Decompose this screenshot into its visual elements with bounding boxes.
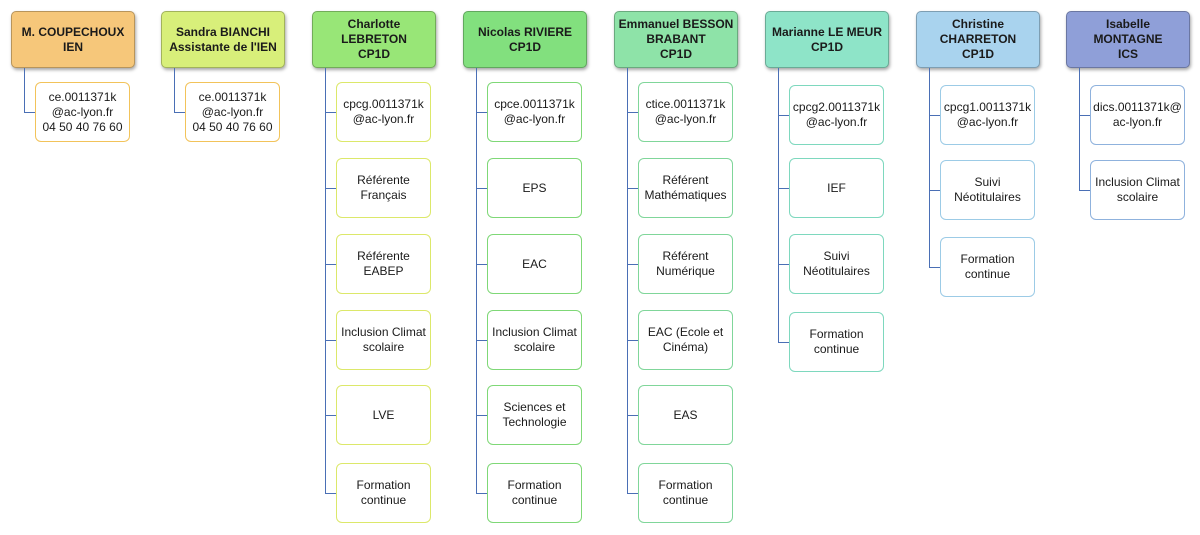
person-name: Isabelle MONTAGNE [1093, 17, 1163, 46]
connector-line [929, 68, 930, 267]
connector-branch [627, 264, 638, 265]
connector-branch [325, 112, 336, 113]
responsibility-card: Inclusion Climat scolaire [1090, 160, 1185, 220]
connector-line [325, 68, 326, 493]
connector-branch [325, 415, 336, 416]
person-name: Charlotte LEBRETON [341, 17, 407, 46]
responsibility-card: Inclusion Climat scolaire [336, 310, 431, 370]
responsibility-card: EAC (Ecole et Cinéma) [638, 310, 733, 370]
connector-branch [325, 264, 336, 265]
connector-branch [778, 115, 789, 116]
connector-branch [627, 415, 638, 416]
connector-branch [929, 190, 940, 191]
responsibility-card: IEF [789, 158, 884, 218]
person-role: Assistante de l'IEN [169, 39, 277, 54]
connector-branch [476, 264, 487, 265]
responsibility-card: Formation continue [940, 237, 1035, 297]
person-role: CP1D [659, 47, 692, 61]
responsibility-card: Formation continue [336, 463, 431, 523]
contact-card: ctice.0011371k @ac-lyon.fr [638, 82, 733, 142]
person-role: ICS [1117, 47, 1138, 61]
person-name: Sandra BIANCHI [175, 24, 270, 39]
contact-card: cpcg.0011371k @ac-lyon.fr [336, 82, 431, 142]
person-name: Emmanuel BESSON BRABANT [618, 17, 734, 46]
connector-branch [778, 342, 789, 343]
contact-card: dics.0011371k@ ac-lyon.fr [1090, 85, 1185, 145]
connector-line [778, 68, 779, 342]
responsibility-card: EAS [638, 385, 733, 445]
person-role: IEN [62, 39, 83, 54]
connector-branch [929, 267, 940, 268]
connector-line [476, 68, 477, 493]
connector-line [1079, 68, 1080, 190]
connector-branch [627, 112, 638, 113]
responsibility-card: EPS [487, 158, 582, 218]
contact-card: cpcg1.0011371k @ac-lyon.fr [940, 85, 1035, 145]
responsibility-card: Sciences et Technologie [487, 385, 582, 445]
connector-branch [778, 188, 789, 189]
responsibility-card: Formation continue [789, 312, 884, 372]
responsibility-card: Référente EABEP [336, 234, 431, 294]
connector-branch [1079, 190, 1090, 191]
connector-branch [929, 115, 940, 116]
person-name: Christine CHARRETON [939, 17, 1017, 46]
responsibility-card: LVE [336, 385, 431, 445]
contact-card: cpcg2.0011371k @ac-lyon.fr [789, 85, 884, 145]
person-name: Marianne LE MEUR [771, 24, 882, 39]
connector-branch [476, 493, 487, 494]
person-role: CP1D [810, 39, 843, 54]
connector-branch [325, 340, 336, 341]
connector-branch [627, 493, 638, 494]
connector-branch [1079, 115, 1090, 116]
person-role: CP1D [357, 47, 390, 61]
contact-card: ce.0011371k @ac-lyon.fr 04 50 40 76 60 [35, 82, 130, 142]
responsibility-card: Suivi Néotitulaires [940, 160, 1035, 220]
person-name: M. COUPECHOUX [21, 24, 125, 39]
connector-branch [476, 340, 487, 341]
responsibility-card: Suivi Néotitulaires [789, 234, 884, 294]
contact-card: ce.0011371k @ac-lyon.fr 04 50 40 76 60 [185, 82, 280, 142]
person-name: Nicolas RIVIERE [477, 24, 573, 39]
responsibility-card: Référent Numérique [638, 234, 733, 294]
connector-branch [325, 188, 336, 189]
responsibility-card: Formation continue [487, 463, 582, 523]
connector-branch [627, 188, 638, 189]
person-role: CP1D [961, 47, 994, 61]
connector-branch [325, 493, 336, 494]
connector-line [24, 68, 25, 112]
connector-branch [174, 112, 185, 113]
connector-branch [476, 415, 487, 416]
responsibility-card: Inclusion Climat scolaire [487, 310, 582, 370]
connector-line [174, 68, 175, 112]
connector-branch [476, 188, 487, 189]
responsibility-card: Formation continue [638, 463, 733, 523]
responsibility-card: Référente Français [336, 158, 431, 218]
person-role: CP1D [508, 39, 541, 54]
connector-branch [24, 112, 35, 113]
connector-line [627, 68, 628, 493]
connector-branch [627, 340, 638, 341]
responsibility-card: EAC [487, 234, 582, 294]
responsibility-card: Référent Mathématiques [638, 158, 733, 218]
connector-branch [476, 112, 487, 113]
connector-branch [778, 264, 789, 265]
contact-card: cpce.0011371k @ac-lyon.fr [487, 82, 582, 142]
